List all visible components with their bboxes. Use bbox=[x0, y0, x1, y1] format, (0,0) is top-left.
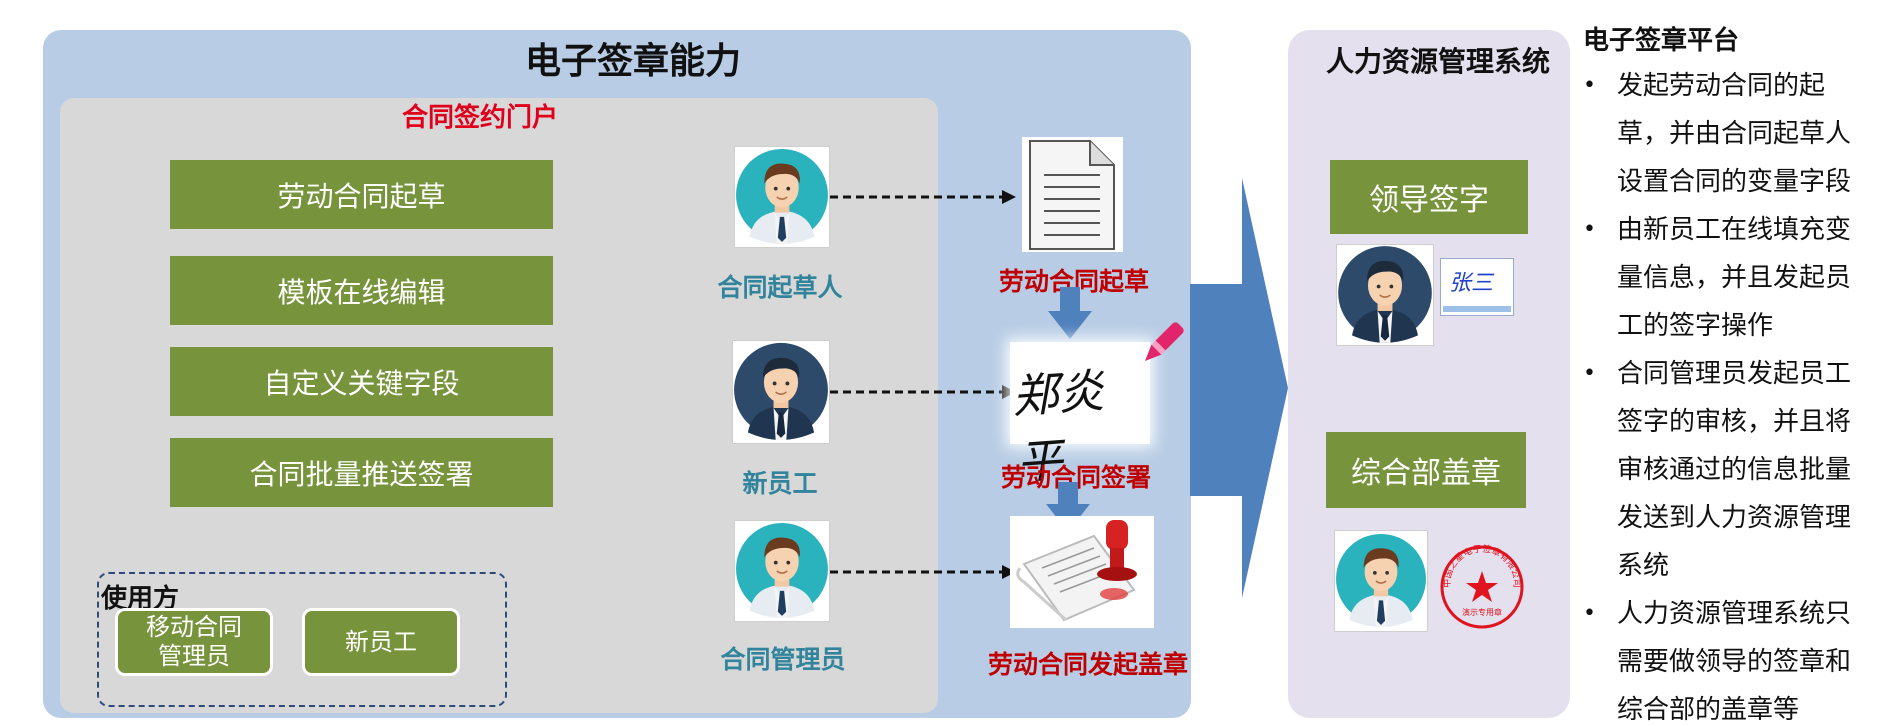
pen-icon bbox=[1145, 322, 1184, 361]
users-box bbox=[97, 572, 507, 707]
user-mobile-admin[interactable]: 移动合同 管理员 bbox=[115, 608, 273, 676]
feature-template-button[interactable]: 模板在线编辑 bbox=[170, 256, 553, 325]
hr-title: 人力资源管理系统 bbox=[1325, 45, 1550, 78]
bullet-icon: • bbox=[1583, 217, 1596, 242]
role-contract-admin: 合同管理员 bbox=[720, 645, 846, 674]
step-seal: 劳动合同发起盖章 bbox=[987, 650, 1188, 679]
portal-title: 合同签约门户 bbox=[401, 103, 558, 133]
avatar bbox=[1334, 530, 1428, 632]
signature-card: 郑炎平 bbox=[1010, 342, 1150, 490]
bullet-item: • 合同管理员发起员工签字的审核，并且将审核通过的信息批量发送到人力资源管理系统 bbox=[1583, 350, 1873, 590]
hr-panel bbox=[1288, 30, 1570, 718]
stamp-box bbox=[1010, 516, 1154, 628]
feature-fields-button[interactable]: 自定义关键字段 bbox=[170, 347, 553, 416]
arrow-head-2 bbox=[1002, 385, 1016, 399]
feature-draft-button[interactable]: 劳动合同起草 bbox=[170, 160, 553, 229]
person-avatar-icon bbox=[1337, 245, 1433, 344]
main-title: 电子签章能力 bbox=[524, 41, 741, 82]
bullet-text: 由新员工在线填充变量信息，并且发起员工的签字操作 bbox=[1617, 215, 1852, 341]
down-arrow-2 bbox=[1046, 482, 1090, 532]
person-avatar-icon bbox=[1335, 533, 1427, 628]
document-box bbox=[1022, 137, 1123, 252]
platform-bullets: • 发起劳动合同的起草，并由合同起草人设置合同的变量字段 • 由新员工在线填充变量信… bbox=[1583, 62, 1873, 726]
arrow-head-3 bbox=[1002, 565, 1016, 579]
document-icon bbox=[1029, 140, 1115, 250]
person-avatar-icon bbox=[733, 342, 829, 441]
user-mobile-admin-label: 移动合同 管理员 bbox=[146, 613, 242, 670]
avatar bbox=[734, 146, 830, 248]
role-drafter: 合同起草人 bbox=[717, 273, 843, 302]
person-avatar-icon bbox=[735, 522, 829, 619]
stamp-icon bbox=[1016, 520, 1137, 622]
avatar bbox=[732, 340, 830, 444]
bullet-item: • 人力资源管理系统只需要做领导的签章和综合部的盖章等 bbox=[1583, 590, 1873, 726]
bullet-item: • 由新员工在线填充变量信息，并且发起员工的签字操作 bbox=[1583, 206, 1873, 350]
bullet-icon: • bbox=[1583, 601, 1596, 626]
mini-signature-text: 张三 bbox=[1449, 271, 1494, 296]
feature-batch-button[interactable]: 合同批量推送签署 bbox=[170, 438, 553, 507]
user-new-employee[interactable]: 新员工 bbox=[302, 608, 460, 676]
pad-toolbar bbox=[1443, 306, 1511, 312]
arrow-head-1 bbox=[1002, 190, 1016, 204]
bullet-icon: • bbox=[1583, 73, 1596, 98]
bullet-text: 合同管理员发起员工签字的审核，并且将审核通过的信息批量发送到人力资源管理系统 bbox=[1617, 359, 1852, 581]
platform-title: 电子签章平台 bbox=[1583, 26, 1740, 56]
role-new-employee: 新员工 bbox=[742, 469, 818, 498]
bullet-item: • 发起劳动合同的起草，并由合同起草人设置合同的变量字段 bbox=[1583, 62, 1873, 206]
bullet-text: 发起劳动合同的起草，并由合同起草人设置合同的变量字段 bbox=[1617, 71, 1852, 197]
down-arrow-1 bbox=[1048, 287, 1092, 339]
flow-arrows bbox=[830, 190, 1016, 579]
seal-sub-text: 演示专用章 bbox=[1462, 607, 1502, 617]
mini-signature-pad: 张三 bbox=[1440, 258, 1514, 316]
leader-sign-button[interactable]: 领导签字 bbox=[1330, 160, 1528, 234]
big-arrow bbox=[1190, 178, 1288, 598]
bullet-icon: • bbox=[1583, 361, 1596, 386]
person-avatar-icon bbox=[735, 148, 829, 245]
dept-seal-button[interactable]: 综合部盖章 bbox=[1326, 432, 1526, 508]
avatar bbox=[1336, 244, 1434, 346]
bullet-text: 人力资源管理系统只需要做领导的签章和综合部的盖章等 bbox=[1617, 599, 1852, 725]
seal-icon: 中国之星电子签章有限公司 演示专用章 bbox=[1440, 543, 1524, 629]
user-new-employee-label: 新员工 bbox=[345, 627, 417, 656]
avatar bbox=[734, 520, 830, 622]
